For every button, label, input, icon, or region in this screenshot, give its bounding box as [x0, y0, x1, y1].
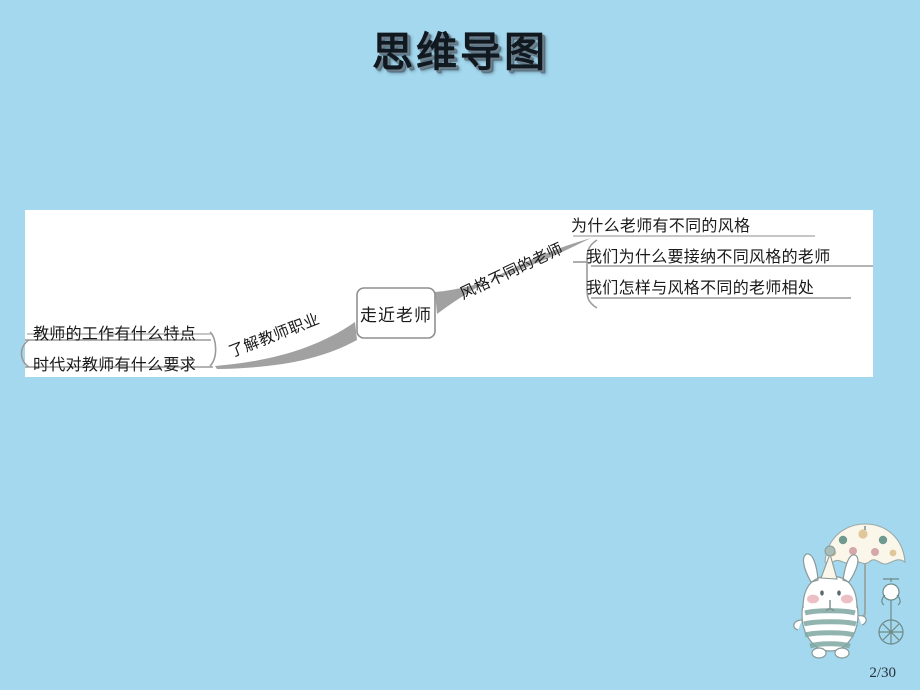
umbrella-dot-icon — [871, 548, 879, 556]
rabbit-arm-icon — [857, 615, 867, 626]
umbrella-dot-icon — [849, 547, 857, 555]
umbrella-dot-icon — [858, 529, 868, 539]
umbrella-dot-icon — [878, 535, 888, 545]
rabbit-cheek-icon — [841, 594, 853, 604]
central-node-box[interactable] — [356, 287, 436, 339]
leaf-left-0: 教师的工作有什么特点 — [33, 326, 197, 343]
rabbit-eye-icon — [837, 590, 841, 596]
page-title: 思维导图 — [372, 28, 548, 76]
unicycle-rider-icon — [878, 578, 904, 645]
hat-pompom-icon — [824, 545, 836, 557]
bracket-left-cap — [20, 339, 30, 368]
rabbit-ear-right-icon — [842, 554, 859, 583]
rabbit-cheek-icon — [807, 594, 819, 604]
umbrella-dot-icon — [838, 535, 848, 545]
party-hat-icon — [820, 552, 838, 580]
connector-left — [215, 322, 357, 369]
rabbit-mouth-icon — [825, 608, 835, 612]
leaf-right-1: 我们为什么要接纳不同风格的老师 — [586, 249, 831, 266]
mindmap-panel: 走近老师 了解教师职业 风格不同的老师 教师的工作有什么特点 时代对教师有什么要… — [20, 210, 873, 377]
rabbit-eye-icon — [820, 590, 824, 596]
central-node[interactable]: 走近老师 — [360, 305, 432, 325]
page-number: 2/30 — [869, 665, 896, 681]
rabbit-ear-left-icon — [802, 553, 819, 583]
rabbit-foot-icon — [834, 647, 850, 659]
bracket-right-spine — [586, 239, 598, 309]
rabbit-arm-icon — [793, 619, 803, 631]
rabbit-foot-icon — [811, 647, 827, 659]
bracket-left — [209, 331, 217, 367]
rabbit-stripes-icon — [803, 608, 857, 649]
leaf-right-2: 我们怎样与风格不同的老师相处 — [586, 280, 815, 297]
leaf-right-0: 为什么老师有不同的风格 — [571, 218, 751, 235]
umbrella-canopy-icon — [824, 523, 906, 565]
rabbit-with-umbrella-icon — [793, 523, 906, 659]
mindmap-connectors — [20, 235, 873, 369]
leaf-left-1: 时代对教师有什么要求 — [33, 357, 197, 374]
connector-right — [435, 238, 591, 314]
umbrella-dot-icon — [889, 549, 897, 557]
